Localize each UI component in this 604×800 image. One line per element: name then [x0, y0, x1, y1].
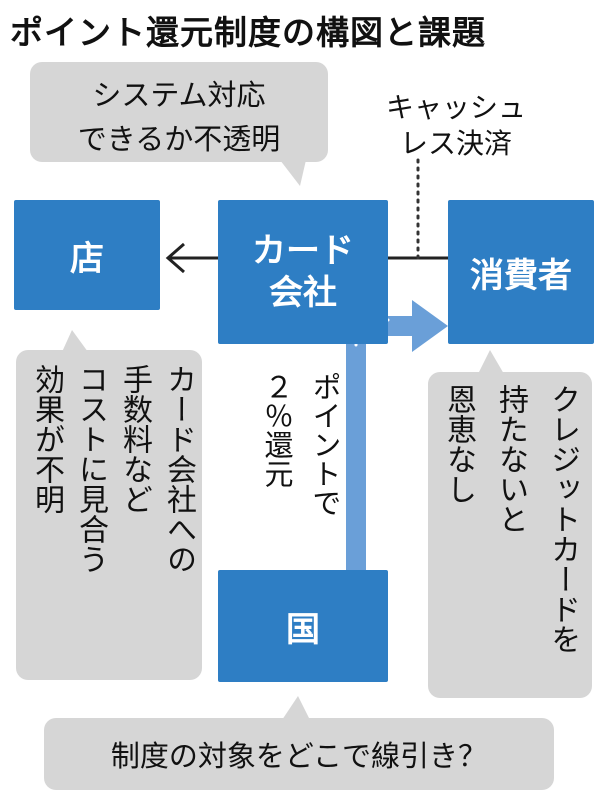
bubble-line: システム対応: [92, 78, 266, 112]
system-concern-bubble: システム対応 できるか不透明: [30, 62, 328, 162]
card-company-label: 会社: [269, 273, 337, 313]
consumer-bubble-tail: [478, 350, 504, 374]
bubble-line: クレジットカードを: [545, 384, 580, 654]
bubble-line: カード会社への: [161, 364, 196, 574]
card-to-store-arrowhead: [165, 242, 185, 274]
bubble-line: 手数料など: [117, 364, 152, 514]
bubble-line: コストに見合う: [73, 364, 108, 574]
point-return-line: ポイントで: [308, 372, 342, 517]
consumer-concern-bubble: 恩恵なし 持たないと クレジットカードを: [428, 372, 592, 698]
store-box: 店: [14, 200, 160, 310]
diagram-title: ポイント還元制度の構図と課題: [10, 13, 486, 52]
scope-question-bubble: 制度の対象をどこで線引き？: [44, 718, 554, 790]
store-bubble-tail: [62, 330, 88, 352]
point-return-line: ２％還元: [260, 372, 294, 488]
consumer-label: 消費者: [470, 255, 572, 296]
cashless-label-line1: キャッシュ: [386, 91, 527, 124]
point-return-label: ２％還元 ポイントで: [256, 372, 346, 517]
point-return-arrowhead: [412, 300, 448, 352]
card-company-box: カード 会社: [218, 200, 388, 344]
cashless-label-line2: レス決済: [400, 127, 513, 160]
bubble-line: できるか不透明: [77, 122, 281, 156]
top-bubble-tail: [280, 160, 306, 186]
government-box: 国: [218, 570, 388, 682]
government-label: 国: [286, 609, 320, 650]
consumer-box: 消費者: [448, 200, 594, 344]
point-return-arrow: [346, 316, 420, 570]
bubble-line: 制度の対象をどこで線引き？: [110, 739, 488, 773]
bubble-line: 効果が不明: [29, 364, 64, 514]
store-concern-bubble: 効果が不明 コストに見合う 手数料など カード会社への: [16, 350, 202, 680]
store-label: 店: [70, 238, 104, 279]
bubble-line: 恩恵なし: [441, 384, 476, 504]
bottom-bubble-tail: [282, 696, 310, 720]
card-company-label: カード: [252, 230, 354, 271]
bubble-line: 持たないと: [493, 384, 528, 534]
